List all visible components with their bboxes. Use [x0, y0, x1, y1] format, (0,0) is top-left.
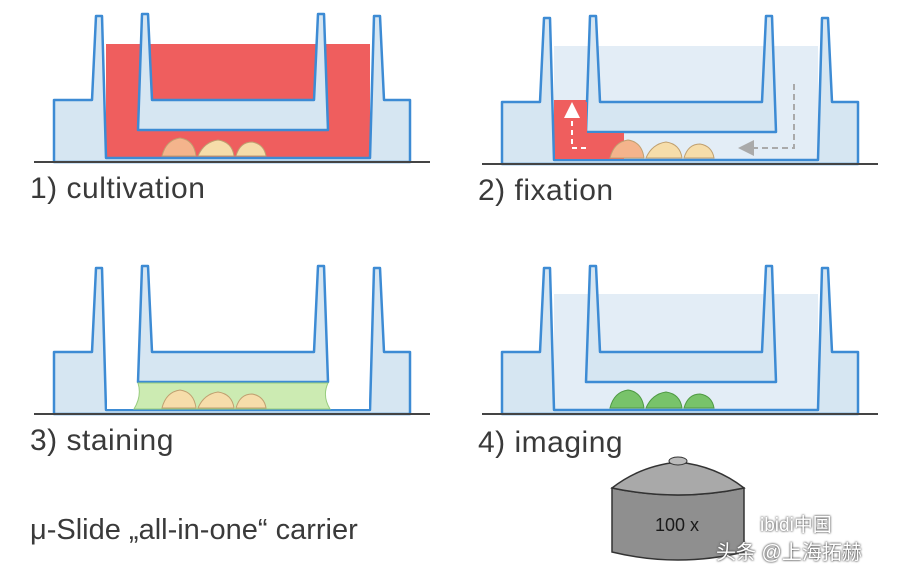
slide-well [52, 264, 412, 416]
step-label-imaging: 4) imaging [478, 426, 624, 459]
panel-cultivation [34, 12, 430, 164]
cells [609, 139, 715, 159]
panel-staining [34, 264, 430, 416]
flow-arrow-red [564, 102, 586, 149]
step-label-fixation: 2) fixation [478, 174, 614, 207]
step-label-cultivation: 1) cultivation [30, 172, 206, 205]
carrier-caption: μ-Slide „all-in-one“ carrier [30, 514, 358, 546]
watermark-brand: ibidi中国 [760, 515, 832, 536]
slide-well [500, 264, 860, 416]
watermark-credit: 头条 @上海拓赫 [716, 542, 862, 564]
objective-lens-icon: 100 x [610, 456, 746, 561]
step-label-staining: 3) staining [30, 424, 174, 457]
cells [161, 389, 267, 409]
cells [161, 137, 267, 157]
magnification-label: 100 x [655, 515, 699, 535]
panel-imaging [482, 264, 878, 416]
flow-arrow-gray [738, 84, 795, 156]
cells-stained [609, 389, 715, 409]
panel-fixation [482, 14, 878, 166]
